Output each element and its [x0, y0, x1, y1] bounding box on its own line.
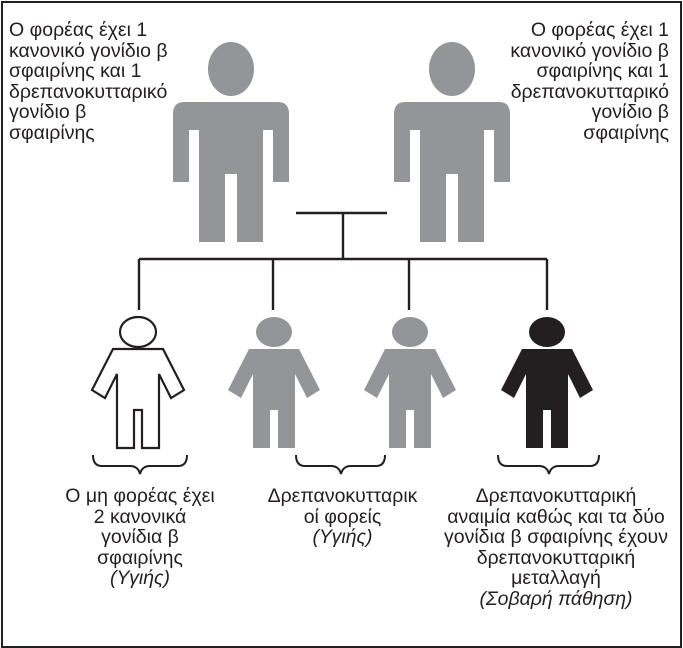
- label-line: σφαιρίνης: [9, 121, 95, 144]
- label-line: δρεπανοκυτταρική: [476, 546, 636, 569]
- label-line: γονίδια β σφαιρίνης έχουν: [444, 526, 668, 548]
- parent-right-label: Ο φορέας έχει 1 κανονικό γονίδιο β σφαιρ…: [510, 20, 669, 143]
- affected-status: (Σοβαρή πάθηση): [479, 587, 633, 610]
- child-noncarrier-figure: [90, 315, 186, 450]
- label-line: δρεπανοκυτταρικό: [510, 80, 669, 103]
- child-affected-figure: [501, 317, 593, 448]
- label-line: σφαιρίνης: [97, 546, 183, 569]
- label-line: κανονικό γονίδιο β: [9, 39, 168, 62]
- child-carrier-figure-1: [228, 317, 320, 448]
- label-line: σφαιρίνης και 1: [536, 60, 669, 82]
- label-line: γονίδιο β: [9, 101, 87, 123]
- label-line: Ο μη φορέας έχει: [65, 485, 215, 507]
- noncarrier-label: Ο μη φορέας έχει 2 κανονικά γονίδια β σφ…: [40, 486, 240, 589]
- label-line: οί φορείς: [303, 505, 382, 528]
- label-line: σφαιρίνης: [583, 121, 669, 144]
- child-brackets: [92, 454, 600, 475]
- affected-bracket: [497, 454, 600, 475]
- carriers-status: (Υγιής): [312, 526, 373, 548]
- label-line: Ο φορέας έχει 1: [530, 19, 669, 41]
- label-line: γονίδια β: [101, 526, 179, 548]
- noncarrier-bracket: [92, 454, 188, 475]
- label-line: δρεπανοκυτταρικό: [9, 80, 168, 103]
- label-line: μεταλλαγή: [511, 567, 601, 589]
- label-line: κανονικό γονίδιο β: [510, 39, 669, 62]
- label-line: γονίδιο β: [591, 101, 669, 123]
- label-line: Ο φορέας έχει 1: [9, 19, 148, 41]
- carriers-label: Δρεπανοκυτταρικ οί φορείς (Υγιής): [250, 486, 435, 548]
- parent-left-carrier-figure: [173, 42, 289, 242]
- label-line: αναιμία καθώς και τα δύο: [447, 505, 665, 528]
- label-line: σφαιρίνης και 1: [9, 60, 142, 82]
- label-line: Δρεπανοκυτταρικ: [267, 485, 418, 507]
- parent-left-label: Ο φορέας έχει 1 κανονικό γονίδιο β σφαιρ…: [9, 20, 168, 143]
- label-line: 2 κανονικά: [93, 505, 187, 528]
- noncarrier-status: (Υγιής): [109, 567, 171, 589]
- label-line: Δρεπανοκυτταρική: [475, 485, 637, 507]
- child-carrier-figure-2: [364, 317, 456, 448]
- carriers-bracket: [295, 454, 386, 475]
- affected-label: Δρεπανοκυτταρική αναιμία καθώς και τα δύ…: [438, 486, 674, 609]
- pedigree-connector-lines: [137, 211, 549, 310]
- parent-right-carrier-figure: [394, 42, 510, 242]
